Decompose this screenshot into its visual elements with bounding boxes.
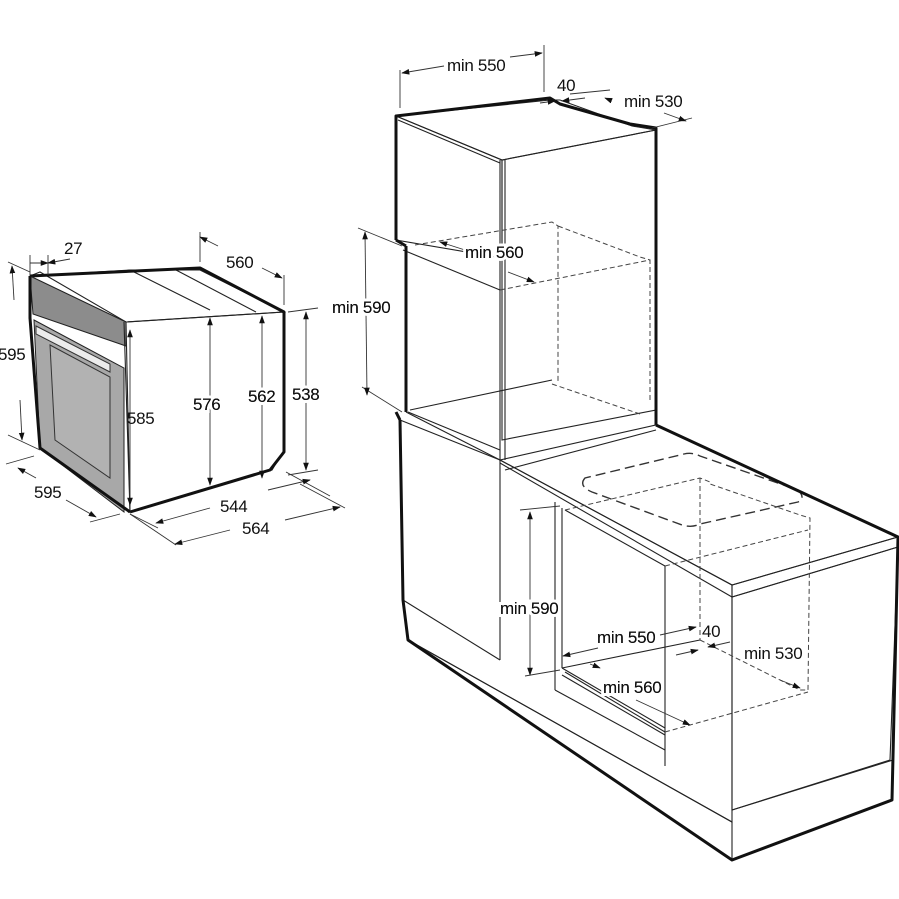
under-counter-drawing: min 590 min 590 min 550 min 550 40 min 5… bbox=[394, 411, 899, 862]
oven-dim-544: 544 bbox=[220, 497, 247, 516]
tall-dim-depth: min 530 bbox=[624, 92, 682, 111]
oven-drawing: 27 560 595 585 576 576 562 562 538 538 bbox=[0, 232, 346, 546]
tall-dim-rear-gap: 40 bbox=[557, 76, 575, 95]
oven-dim-562-bg: 562 bbox=[248, 387, 275, 406]
tall-dim-width: min 550 bbox=[447, 56, 505, 75]
oven-handle bbox=[35, 325, 111, 373]
counter-dim-niche-width: min 560 bbox=[603, 678, 661, 697]
oven-dim-595-height: 595 bbox=[0, 345, 25, 364]
oven-dim-595-width: 595 bbox=[34, 483, 61, 502]
counter-dim-niche-height-bg: min 590 bbox=[500, 599, 558, 618]
tall-dim-niche-width: min 560 bbox=[465, 243, 523, 262]
counter-dim-width: min 550 bbox=[597, 628, 655, 647]
counter-dim-depth: min 530 bbox=[744, 644, 802, 663]
counter-dim-niche-height: min 590 bbox=[500, 599, 558, 618]
oven-dim-27: 27 bbox=[64, 239, 82, 258]
counter-dim-rear-gap: 40 bbox=[702, 622, 720, 641]
tall-dim-niche-height: min 590 bbox=[332, 298, 390, 317]
oven-control-panel bbox=[29, 275, 127, 347]
oven-dim-562: 562 bbox=[248, 387, 275, 406]
oven-dim-538-bg: 538 bbox=[292, 385, 319, 404]
oven-dim-576-bg: 576 bbox=[193, 395, 220, 414]
oven-window bbox=[49, 344, 111, 479]
counter-dim-width-bg: min 550 bbox=[597, 628, 655, 647]
counter-dim-niche-width-bg: min 560 bbox=[603, 678, 661, 697]
tall-cabinet-drawing: min 550 40 min 530 min 560 min 560 min 5… bbox=[329, 45, 693, 471]
oven-dim-585: 585 bbox=[127, 409, 154, 428]
oven-dim-560: 560 bbox=[226, 253, 253, 272]
tall-dim-niche-height-bg: min 590 bbox=[332, 298, 390, 317]
oven-dim-576: 576 bbox=[193, 395, 220, 414]
oven-dim-538: 538 bbox=[292, 385, 319, 404]
oven-dim-564: 564 bbox=[242, 519, 269, 538]
tall-dim-niche-width-bg: min 560 bbox=[465, 243, 523, 262]
